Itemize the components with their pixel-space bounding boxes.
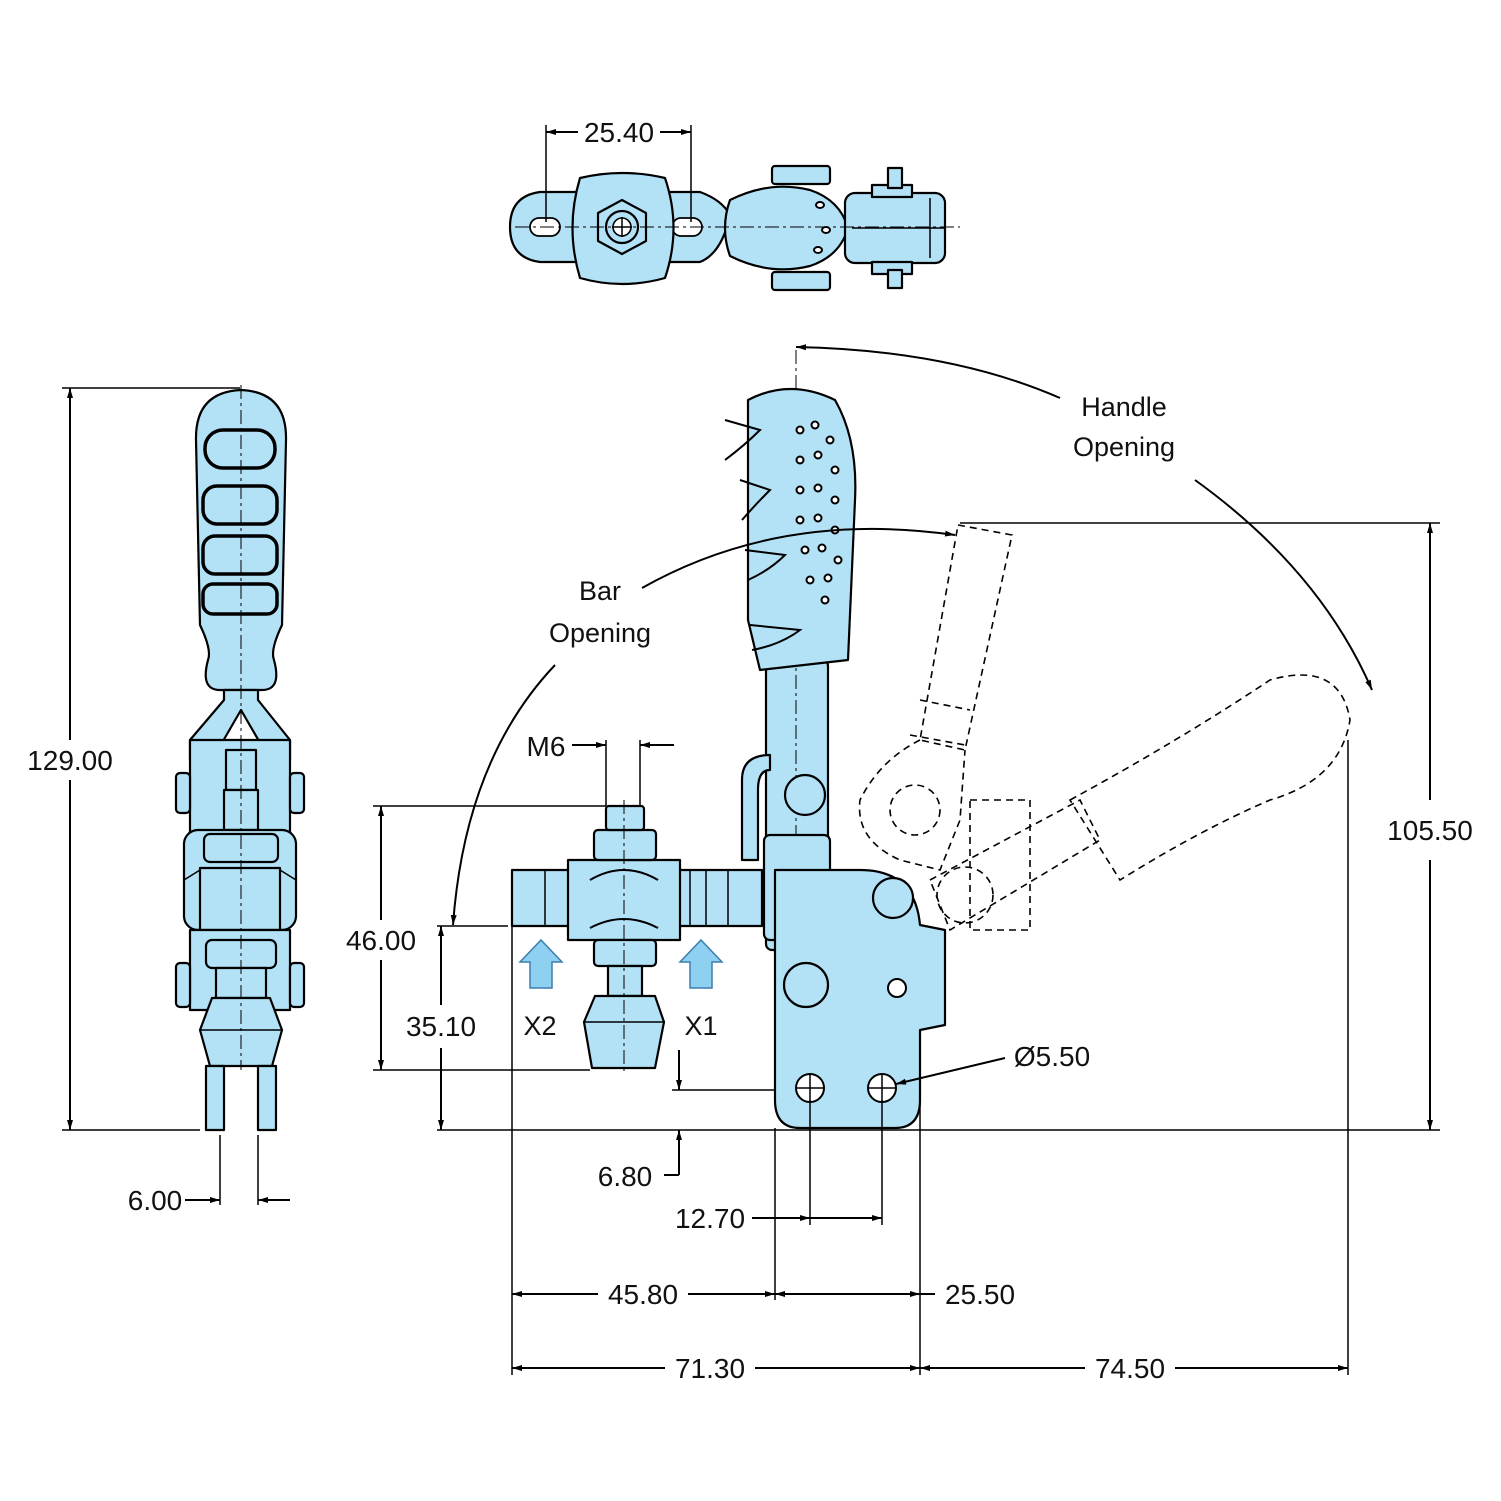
dim-bar-to-base: 35.10 [406, 1011, 476, 1042]
open-handle-outline [858, 524, 1351, 932]
dim-overall-height: 129.00 [27, 745, 113, 776]
handle-opening-label-2: Opening [1073, 432, 1175, 462]
handle-opening-annotation: Handle Opening [795, 344, 1373, 691]
dim-hole-spacing: 12.70 [675, 1203, 745, 1234]
force-x1-label: X1 [684, 1011, 717, 1041]
dim-top-width: 25.40 [584, 117, 654, 148]
dim-jaw-gap: 6.00 [128, 1185, 183, 1216]
side-dimensions: 105.50 46.00 35.10 M6 6.80 12.70 Ø5.50 [346, 522, 1473, 1384]
dim-handle-reach: 74.50 [1095, 1353, 1165, 1384]
dim-hole-diameter: Ø5.50 [1014, 1041, 1090, 1072]
end-view: 6.00 129.00 [27, 385, 306, 1216]
dim-open-height: 105.50 [1387, 815, 1473, 846]
grip-dots [795, 420, 843, 605]
dim-bar-height: 46.00 [346, 925, 416, 956]
dim-thread: M6 [527, 731, 566, 762]
handle-opening-label-1: Handle [1081, 392, 1167, 422]
side-view: X2 X1 [510, 350, 1351, 1130]
dim-bar-reach: 45.80 [608, 1279, 678, 1310]
top-view: 25.40 [508, 117, 960, 292]
dim-base-offset: 6.80 [598, 1161, 653, 1192]
bar-opening-label-2: Opening [549, 618, 651, 648]
bar-opening-label-1: Bar [579, 576, 621, 606]
dim-overall-length: 71.30 [675, 1353, 745, 1384]
dim-base-width: 25.50 [945, 1279, 1015, 1310]
force-x2-label: X2 [523, 1011, 556, 1041]
bar-opening-annotation: Bar Opening [450, 527, 956, 926]
